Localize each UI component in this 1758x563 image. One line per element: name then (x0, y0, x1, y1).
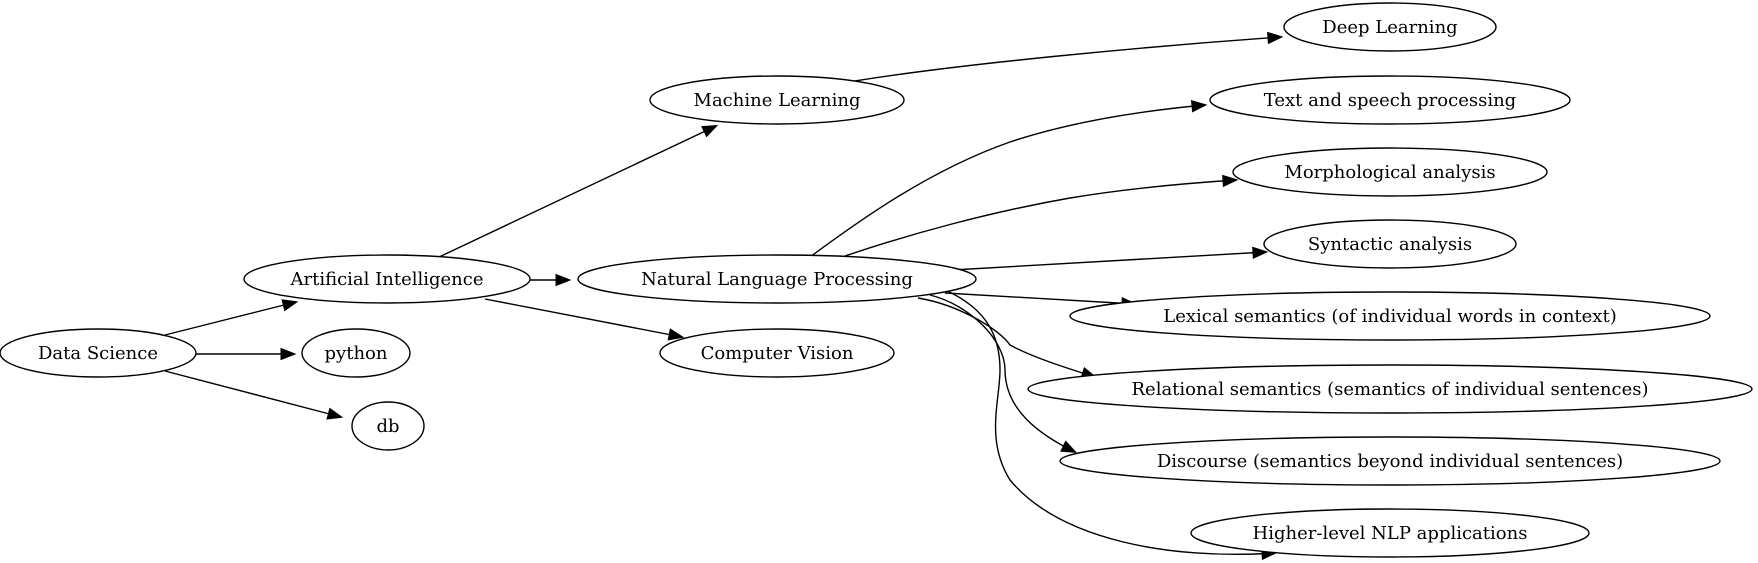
edge-line (164, 301, 297, 336)
node-db: db (351, 401, 425, 451)
edge-arrowhead (326, 407, 344, 420)
node-label: Data Science (38, 343, 158, 364)
node-label: Lexical semantics (of individual words i… (1163, 306, 1616, 327)
edge-arrowhead (1267, 31, 1284, 45)
edge-line (436, 125, 717, 259)
edge-arrowhead (555, 273, 572, 287)
node-ds: Data Science (0, 328, 197, 378)
node-nlp: Natural Language Processing (577, 254, 977, 304)
edge-line (951, 251, 1267, 271)
edge-line (844, 179, 1237, 257)
node-label: Artificial Intelligence (289, 269, 483, 290)
edge-arrowhead (1060, 440, 1078, 454)
node-ml: Machine Learning (649, 75, 905, 125)
node-py: python (301, 328, 411, 378)
edge-arrowhead (667, 328, 685, 341)
node-label: Syntactic analysis (1308, 234, 1472, 255)
edge-nlp-to-rel (917, 297, 1098, 379)
node-label: Text and speech processing (1264, 90, 1516, 111)
node-ellipse (1209, 75, 1571, 125)
node-label: Deep Learning (1322, 17, 1457, 38)
edge-line (854, 36, 1282, 82)
node-ellipse (1263, 219, 1517, 269)
node-ai: Artificial Intelligence (243, 254, 531, 304)
edge-arrowhead (281, 299, 299, 312)
node-label: db (376, 416, 399, 437)
node-ellipse (301, 328, 411, 378)
node-label: Morphological analysis (1284, 162, 1495, 183)
node-ellipse (1283, 2, 1497, 52)
node-disc: Discourse (semantics beyond individual s… (1059, 436, 1721, 486)
node-ellipse (649, 75, 905, 125)
node-label: Machine Learning (694, 90, 861, 111)
edge-nlp-to-tsp (809, 100, 1208, 258)
node-label: Discourse (semantics beyond individual s… (1157, 451, 1623, 472)
edge-arrowhead (1252, 246, 1269, 259)
edge-line (944, 289, 1276, 556)
edge-line (809, 104, 1206, 258)
edges-layer (164, 31, 1284, 561)
node-rel: Relational semantics (semantics of indiv… (1027, 364, 1753, 414)
node-dl: Deep Learning (1283, 2, 1497, 52)
edge-line (484, 298, 683, 338)
node-morph: Morphological analysis (1232, 147, 1548, 197)
edge-arrowhead (280, 347, 297, 361)
edge-ds-to-db (164, 370, 344, 420)
node-ellipse (1027, 364, 1753, 414)
edge-line (944, 292, 1136, 305)
edge-nlp-to-syn (951, 246, 1269, 271)
edge-ds-to-py (196, 347, 297, 361)
edge-nlp-to-disc (929, 294, 1078, 454)
node-label: Natural Language Processing (641, 269, 913, 290)
node-cv: Computer Vision (659, 328, 895, 378)
edge-line (917, 297, 1096, 378)
node-ellipse (0, 328, 197, 378)
edge-ai-to-cv (484, 298, 685, 341)
node-label: Relational semantics (semantics of indiv… (1131, 379, 1648, 400)
node-label: Computer Vision (701, 343, 854, 364)
edge-line (929, 294, 1076, 453)
node-syn: Syntactic analysis (1263, 219, 1517, 269)
edge-arrowhead (1222, 174, 1239, 188)
edge-ai-to-nlp (530, 273, 572, 287)
node-ellipse (577, 254, 977, 304)
node-ellipse (1069, 291, 1711, 341)
node-ellipse (243, 254, 531, 304)
node-tsp: Text and speech processing (1209, 75, 1571, 125)
node-ellipse (1190, 508, 1590, 558)
edge-line (164, 370, 342, 418)
edge-ml-to-dl (854, 31, 1284, 82)
edge-nlp-to-morph (844, 174, 1239, 257)
node-label: python (325, 343, 388, 364)
node-label: Higher-level NLP applications (1253, 523, 1528, 544)
node-ellipse (351, 401, 425, 451)
node-lex: Lexical semantics (of individual words i… (1069, 291, 1711, 341)
node-ellipse (659, 328, 895, 378)
edge-ai-to-ml (436, 125, 719, 259)
edge-arrowhead (1190, 100, 1208, 113)
edge-ds-to-ai (164, 299, 299, 336)
node-ellipse (1059, 436, 1721, 486)
node-ellipse (1232, 147, 1548, 197)
edge-arrowhead (701, 125, 719, 138)
node-hnlp: Higher-level NLP applications (1190, 508, 1590, 558)
